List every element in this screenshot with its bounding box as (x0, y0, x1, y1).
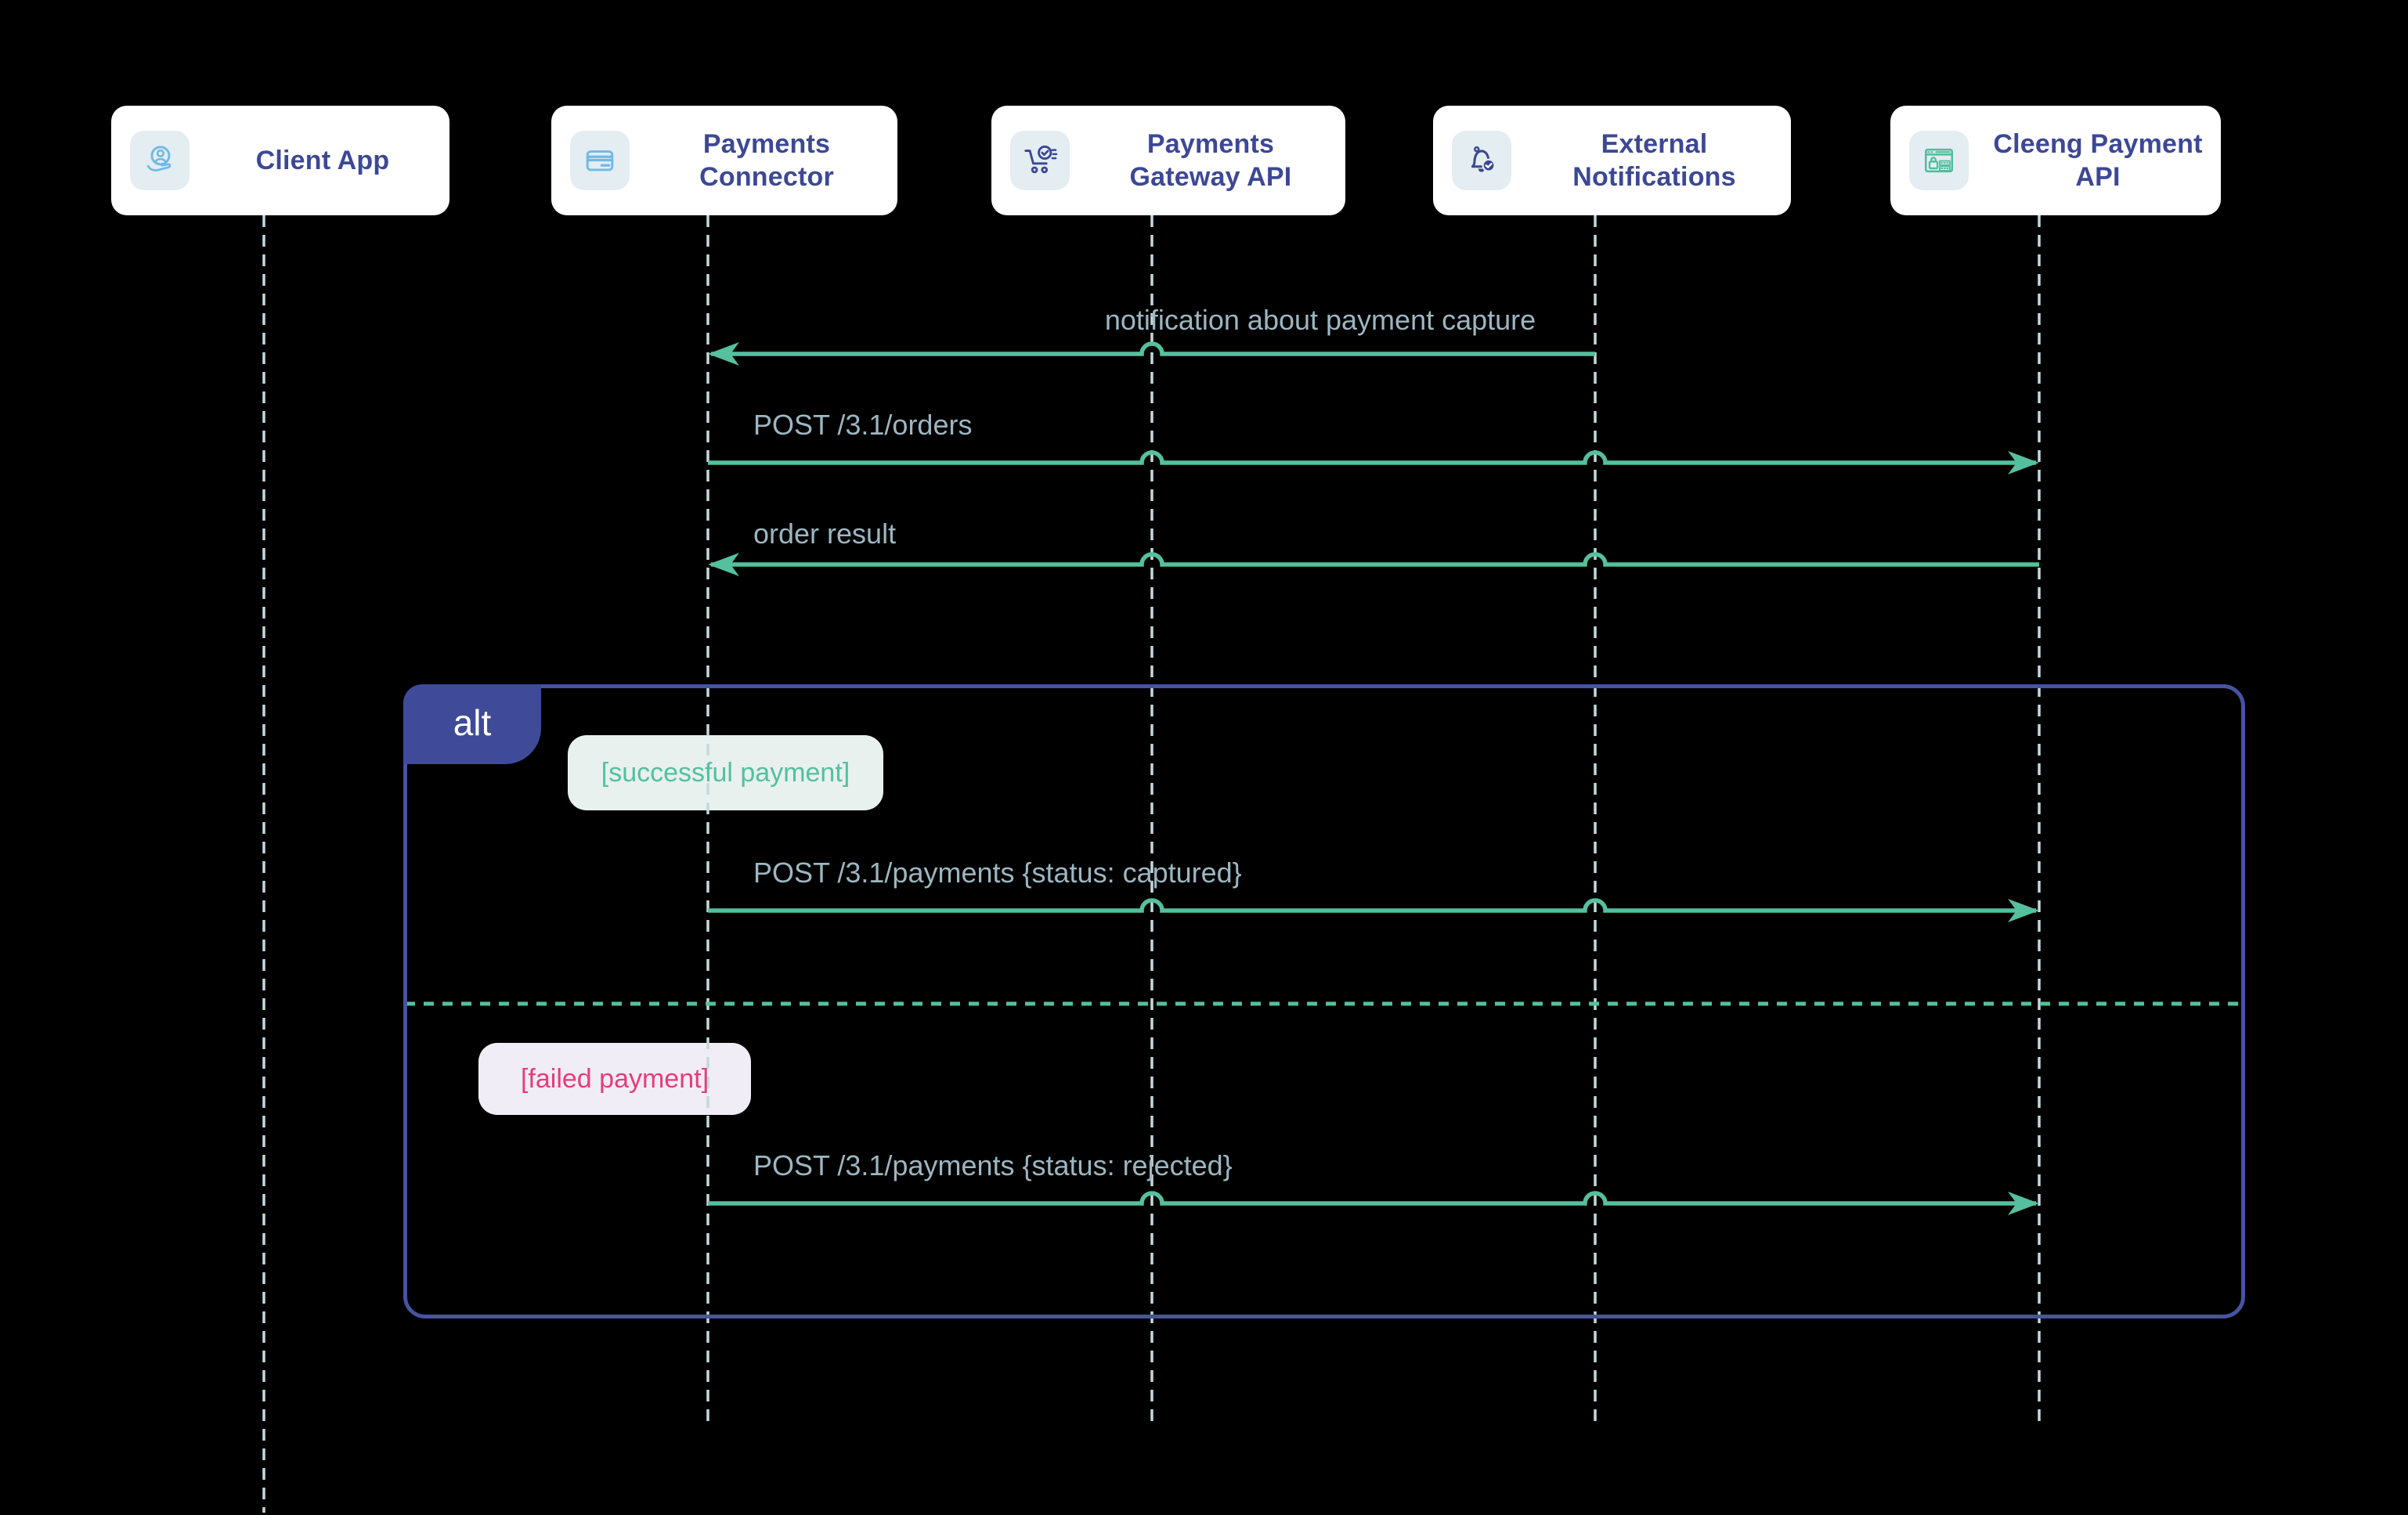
condition-failed-label: [failed payment] (520, 1063, 709, 1094)
credit-card-icon (570, 131, 630, 190)
message-label-post-payments-rejected: POST /3.1/payments {status: rejected} (753, 1149, 1233, 1181)
message-arrow-notification-capture (708, 341, 1595, 366)
actor-label: External Notifications (1572, 128, 1736, 193)
actor-label: Cleeng Payment API (1993, 128, 2203, 193)
message-label-post-orders: POST /3.1/orders (753, 409, 973, 441)
message-arrow-post-payments-rejected (708, 1191, 2039, 1215)
alt-frame-tab: alt (403, 684, 541, 764)
actor-external-notifications: External Notifications (1433, 106, 1791, 215)
alt-frame-label: alt (453, 702, 492, 743)
actor-payments-connector: Payments Connector (551, 106, 897, 215)
secure-payment-icon (1909, 131, 1969, 190)
user-hand-icon (130, 131, 190, 190)
alt-frame: alt (403, 684, 2245, 1318)
actor-label: Payments Connector (699, 128, 834, 193)
message-label-notification-capture: notification about payment capture (1104, 304, 1536, 336)
actor-label: Payments Gateway API (1129, 128, 1292, 193)
message-arrow-order-result (708, 552, 2039, 576)
actor-cleeng-payment-api: Cleeng Payment API (1890, 106, 2221, 215)
actor-payments-gateway-api: Payments Gateway API (991, 106, 1345, 215)
message-label-post-payments-captured: POST /3.1/payments {status: captured} (753, 857, 1242, 889)
condition-failed-badge (478, 1043, 751, 1115)
message-arrow-post-orders (708, 450, 2039, 474)
cart-check-icon (1010, 131, 1070, 190)
message-arrow-post-payments-captured (708, 898, 2039, 922)
message-label-order-result: order result (753, 518, 897, 550)
condition-success-label: [successful payment] (601, 757, 850, 788)
condition-success-badge (568, 735, 883, 810)
actor-label: Client App (255, 145, 390, 175)
actor-client-app: Client App (111, 106, 449, 215)
bell-check-icon (1452, 131, 1511, 190)
